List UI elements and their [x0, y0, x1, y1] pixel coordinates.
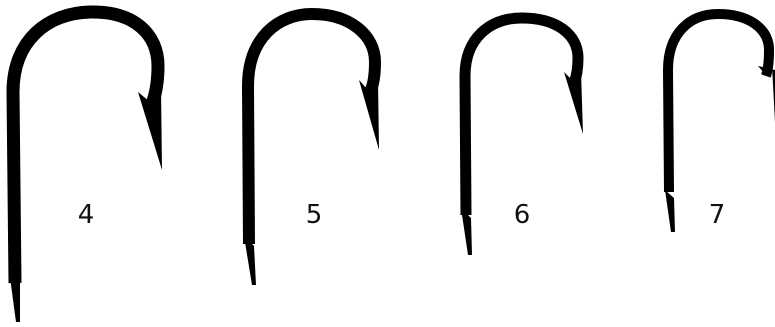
hook-6-body — [465, 18, 578, 215]
hook-4-body — [13, 12, 158, 283]
hook-size-4 — [9, 12, 162, 322]
hook-size-label: 5 — [306, 202, 323, 228]
hook-7-shank-notch — [665, 190, 675, 232]
hook-size-label: 4 — [78, 202, 95, 228]
hook-5-barb — [359, 80, 379, 150]
hook-size-label: 6 — [514, 202, 531, 228]
hook-6-shank-notch — [461, 208, 472, 255]
hook-6-barb — [564, 71, 583, 134]
hook-size-5 — [244, 14, 379, 285]
hook-size-label: 7 — [709, 202, 726, 228]
hook-7-body — [668, 14, 769, 192]
